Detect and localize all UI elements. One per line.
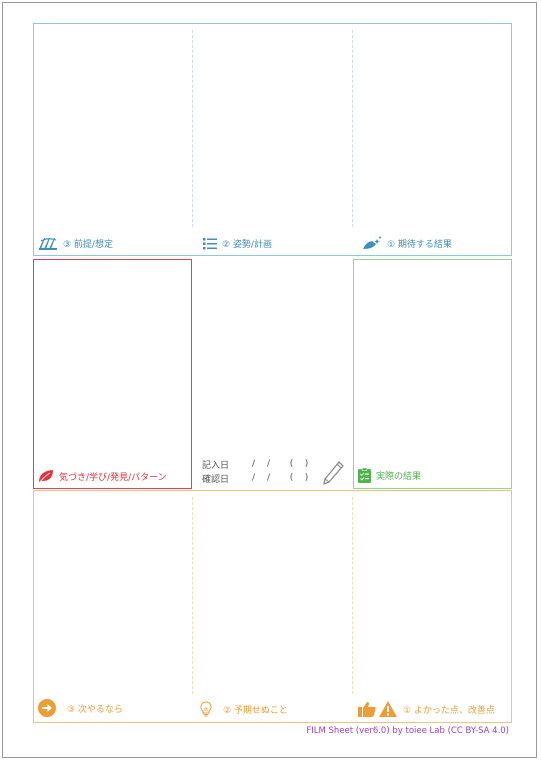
bottom-section: ③ 次やるなら ② 予期せぬこと ① よかった点、	[33, 490, 512, 723]
expected-result-label: ① 期待する結果	[362, 236, 452, 250]
checklist-icon	[358, 468, 371, 483]
top-section: ③ 前提/想定 ② 姿勢/計画 ① 期待する結果	[33, 23, 512, 256]
divider	[352, 30, 353, 227]
good-points-label: ① よかった点、改善点	[358, 701, 495, 717]
landscape-icon	[38, 236, 58, 250]
stance-plan-label: ② 姿勢/計画	[203, 237, 272, 250]
next-time-label: ③ 次やるなら	[38, 699, 123, 717]
learning-label: 気づき/学び/発見/パターン	[38, 469, 167, 483]
warning-icon	[379, 701, 397, 717]
arrow-right-circle-icon	[38, 699, 56, 717]
leaf-icon	[38, 469, 54, 483]
shooting-star-icon	[362, 236, 382, 250]
entry-date-row: 記入日 / / ( )	[202, 459, 309, 471]
divider	[352, 497, 353, 694]
pencil-icon	[321, 460, 345, 490]
list-icon	[203, 237, 217, 250]
unexpected-label: ② 予期せぬこと	[200, 701, 288, 717]
footer-credit: FILM Sheet (ver6.0) by toiee Lab (CC BY-…	[306, 726, 509, 736]
actual-result-label: 実際の結果	[358, 468, 421, 483]
divider	[192, 497, 193, 694]
divider	[192, 30, 193, 227]
thumbs-up-icon	[358, 701, 376, 717]
actual-result-box: 実際の結果	[353, 259, 512, 489]
confirm-date-row: 確認日 / / ( )	[202, 473, 309, 485]
learning-box: 気づき/学び/発見/パターン	[33, 259, 192, 489]
premise-label: ③ 前提/想定	[38, 236, 113, 250]
date-fields: 記入日 / / ( ) 確認日 / / ( )	[202, 457, 314, 485]
lightbulb-icon	[200, 701, 212, 717]
